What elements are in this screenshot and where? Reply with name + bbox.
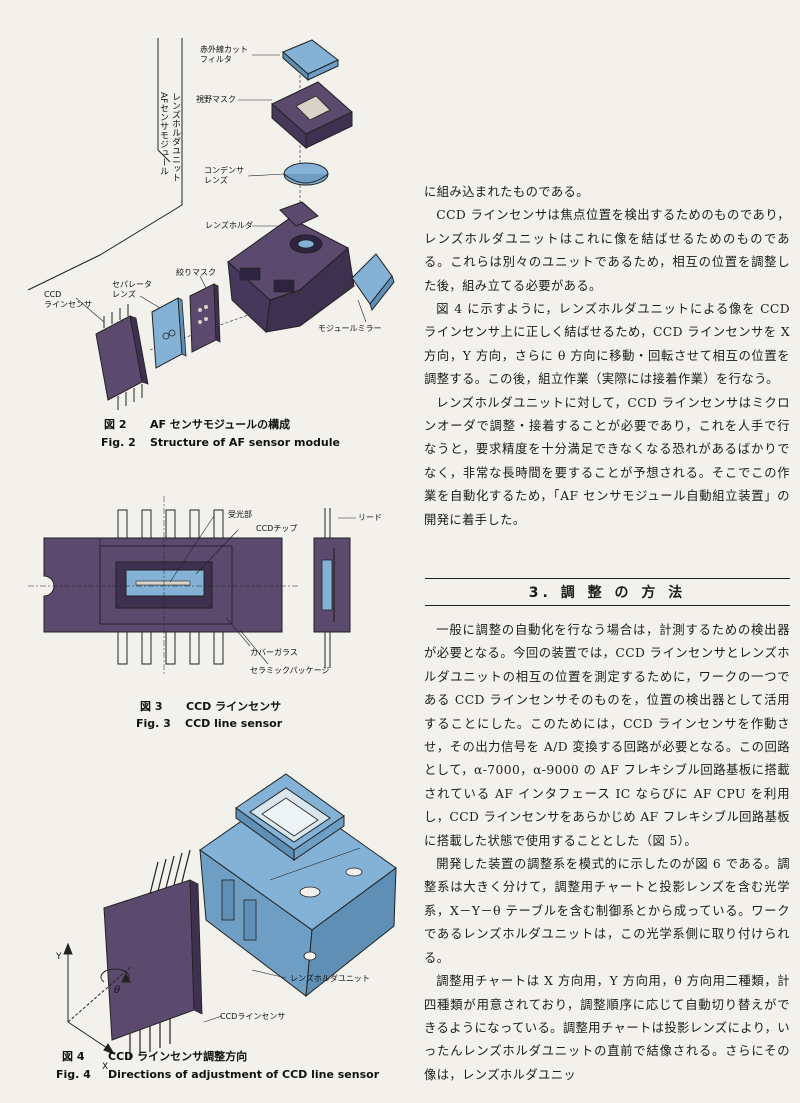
- fig3-drawing: [28, 496, 356, 676]
- fig3-caption-en-num: Fig. 3: [136, 717, 171, 730]
- label-ceramic-package: セラミックパッケージ: [250, 666, 330, 675]
- fig2-bracket-lens-holder-unit: [157, 38, 171, 163]
- label-lens-holder: レンズホルダ: [205, 221, 253, 230]
- fig2-leader-separator: [139, 295, 161, 309]
- fig4-caption-jp-text: CCD ラインセンサ調整方向: [108, 1050, 248, 1063]
- paragraph: レンズホルダユニットに対して，CCD ラインセンサはミクロンオーダで調整・接着す…: [424, 395, 790, 527]
- label-ccd-line-sensor: CCD ラインセンサ: [44, 290, 92, 309]
- fig3-caption-en-text: CCD line sensor: [185, 717, 283, 730]
- fig2-leader-mirror: [357, 299, 367, 323]
- figure-2: 赤外線カット フィルタ 視野マスク コンデンサ レンズ レンズホルダ 絞りマスク…: [0, 0, 410, 460]
- body-column-bottom: 一般に調整の自動化を行なう場合は，計測するための検出器が必要となる。今回の装置で…: [424, 619, 790, 1087]
- paragraph: 開発した装置の調整系を模式的に示したのが図 6 である。調整系は大きく分けて，調…: [424, 857, 790, 965]
- label-ir-filter: 赤外線カット フィルタ: [200, 45, 248, 64]
- label-lead: リード: [358, 513, 382, 522]
- label-field-mask: 視野マスク: [196, 95, 236, 104]
- fig4-caption-en-num: Fig. 4: [56, 1068, 91, 1081]
- fig3-caption-jp-text: CCD ラインセンサ: [186, 700, 282, 713]
- fig2-drawing: [27, 38, 395, 410]
- body-column-top: に組み込まれたものである。 CCD ラインセンサは焦点位置を検出するためのもので…: [424, 181, 790, 532]
- figure-4: レンズホルダユニット CCDラインセンサ Y X θ 図 4 CCD ラインセンサ…: [0, 760, 410, 1103]
- fig2-caption-jp-num: 図 2: [104, 418, 127, 431]
- label-ccd-chip: CCDチップ: [256, 524, 298, 533]
- fig3-bottom-leads: [117, 631, 224, 665]
- fig4-caption-en-text: Directions of adjustment of CCD line sen…: [108, 1068, 380, 1081]
- module-mirror-shape: [351, 253, 393, 305]
- paragraph: 図 4 に示すように，レンズホルダユニットによる像を CCD ラインセンサ上に正…: [424, 302, 790, 387]
- fig3-side-view: [313, 508, 351, 668]
- label-lens-holder-unit: レンズホルダユニット: [170, 92, 180, 182]
- fig2-bracket-af-module: [27, 38, 183, 291]
- light-receiving-strip: [135, 580, 191, 586]
- label-module-mirror: モジュールミラー: [318, 324, 382, 333]
- label-axis-x: X: [102, 1062, 109, 1072]
- fig2-leader-ccd: [75, 297, 105, 323]
- label-condenser-lens: コンデンサ レンズ: [204, 166, 244, 185]
- label-axis-theta: θ: [114, 985, 121, 996]
- fig2-leader-condenser: [247, 173, 285, 177]
- label-aperture-mask: 絞りマスク: [176, 268, 216, 277]
- fig4-caption-jp-num: 図 4: [62, 1050, 85, 1063]
- fig4-drawing: [63, 773, 397, 1060]
- fig2-caption-en-num: Fig. 2: [101, 436, 136, 449]
- paragraph: に組み込まれたものである。: [424, 185, 589, 199]
- paragraph: 調整用チャートは X 方向用，Y 方向用，θ 方向用二種類，計四種類が用意されて…: [424, 974, 790, 1082]
- fig2-caption-jp: 図 2 AF センサモジュールの構成: [104, 418, 290, 432]
- fig2-caption-en: Fig. 2 Structure of AF sensor module: [101, 436, 340, 450]
- aperture-mask-shape: [189, 283, 217, 353]
- label-cover-glass: カバーガラス: [250, 648, 298, 657]
- fig2-caption-jp-text: AF センサモジュールの構成: [150, 418, 291, 431]
- fig2-caption-en-text: Structure of AF sensor module: [150, 436, 340, 449]
- paragraph: 一般に調整の自動化を行なう場合は，計測するための検出器が必要となる。今回の装置で…: [424, 623, 790, 848]
- label-ccd-line-sensor-fig4: CCDラインセンサ: [220, 1012, 286, 1021]
- paragraph: CCD ラインセンサは焦点位置を検出するためのものであり，レンズホルダユニットは…: [424, 208, 790, 293]
- fig3-caption-jp: 図 3 CCD ラインセンサ: [140, 700, 281, 714]
- label-light-receiving: 受光部: [228, 510, 252, 519]
- lens-holder-unit-shape: [199, 773, 397, 998]
- section-heading: 3. 調 整 の 方 法: [425, 578, 790, 606]
- fig3-caption-en: Fig. 3 CCD line sensor: [136, 717, 282, 731]
- label-axis-y: Y: [56, 952, 62, 962]
- fig4-caption-en: Fig. 4 Directions of adjustment of CCD li…: [56, 1068, 379, 1082]
- fig4-axes: [63, 942, 133, 1056]
- fig3-caption-jp-num: 図 3: [140, 700, 163, 713]
- fig4-caption-jp: 図 4 CCD ラインセンサ調整方向: [62, 1050, 247, 1064]
- label-lens-holder-unit-fig4: レンズホルダユニット: [290, 974, 370, 983]
- fig3-top-leads: [117, 509, 224, 541]
- ccd-line-sensor-shape: [103, 849, 203, 1060]
- label-af-sensor-module: AFセンサモジュール: [158, 92, 168, 176]
- figure-3: 受光部 CCDチップ リード カバーガラス セラミックパッケージ 図 3 CCD …: [0, 470, 410, 740]
- label-separator-lens: セパレータ レンズ: [112, 280, 152, 299]
